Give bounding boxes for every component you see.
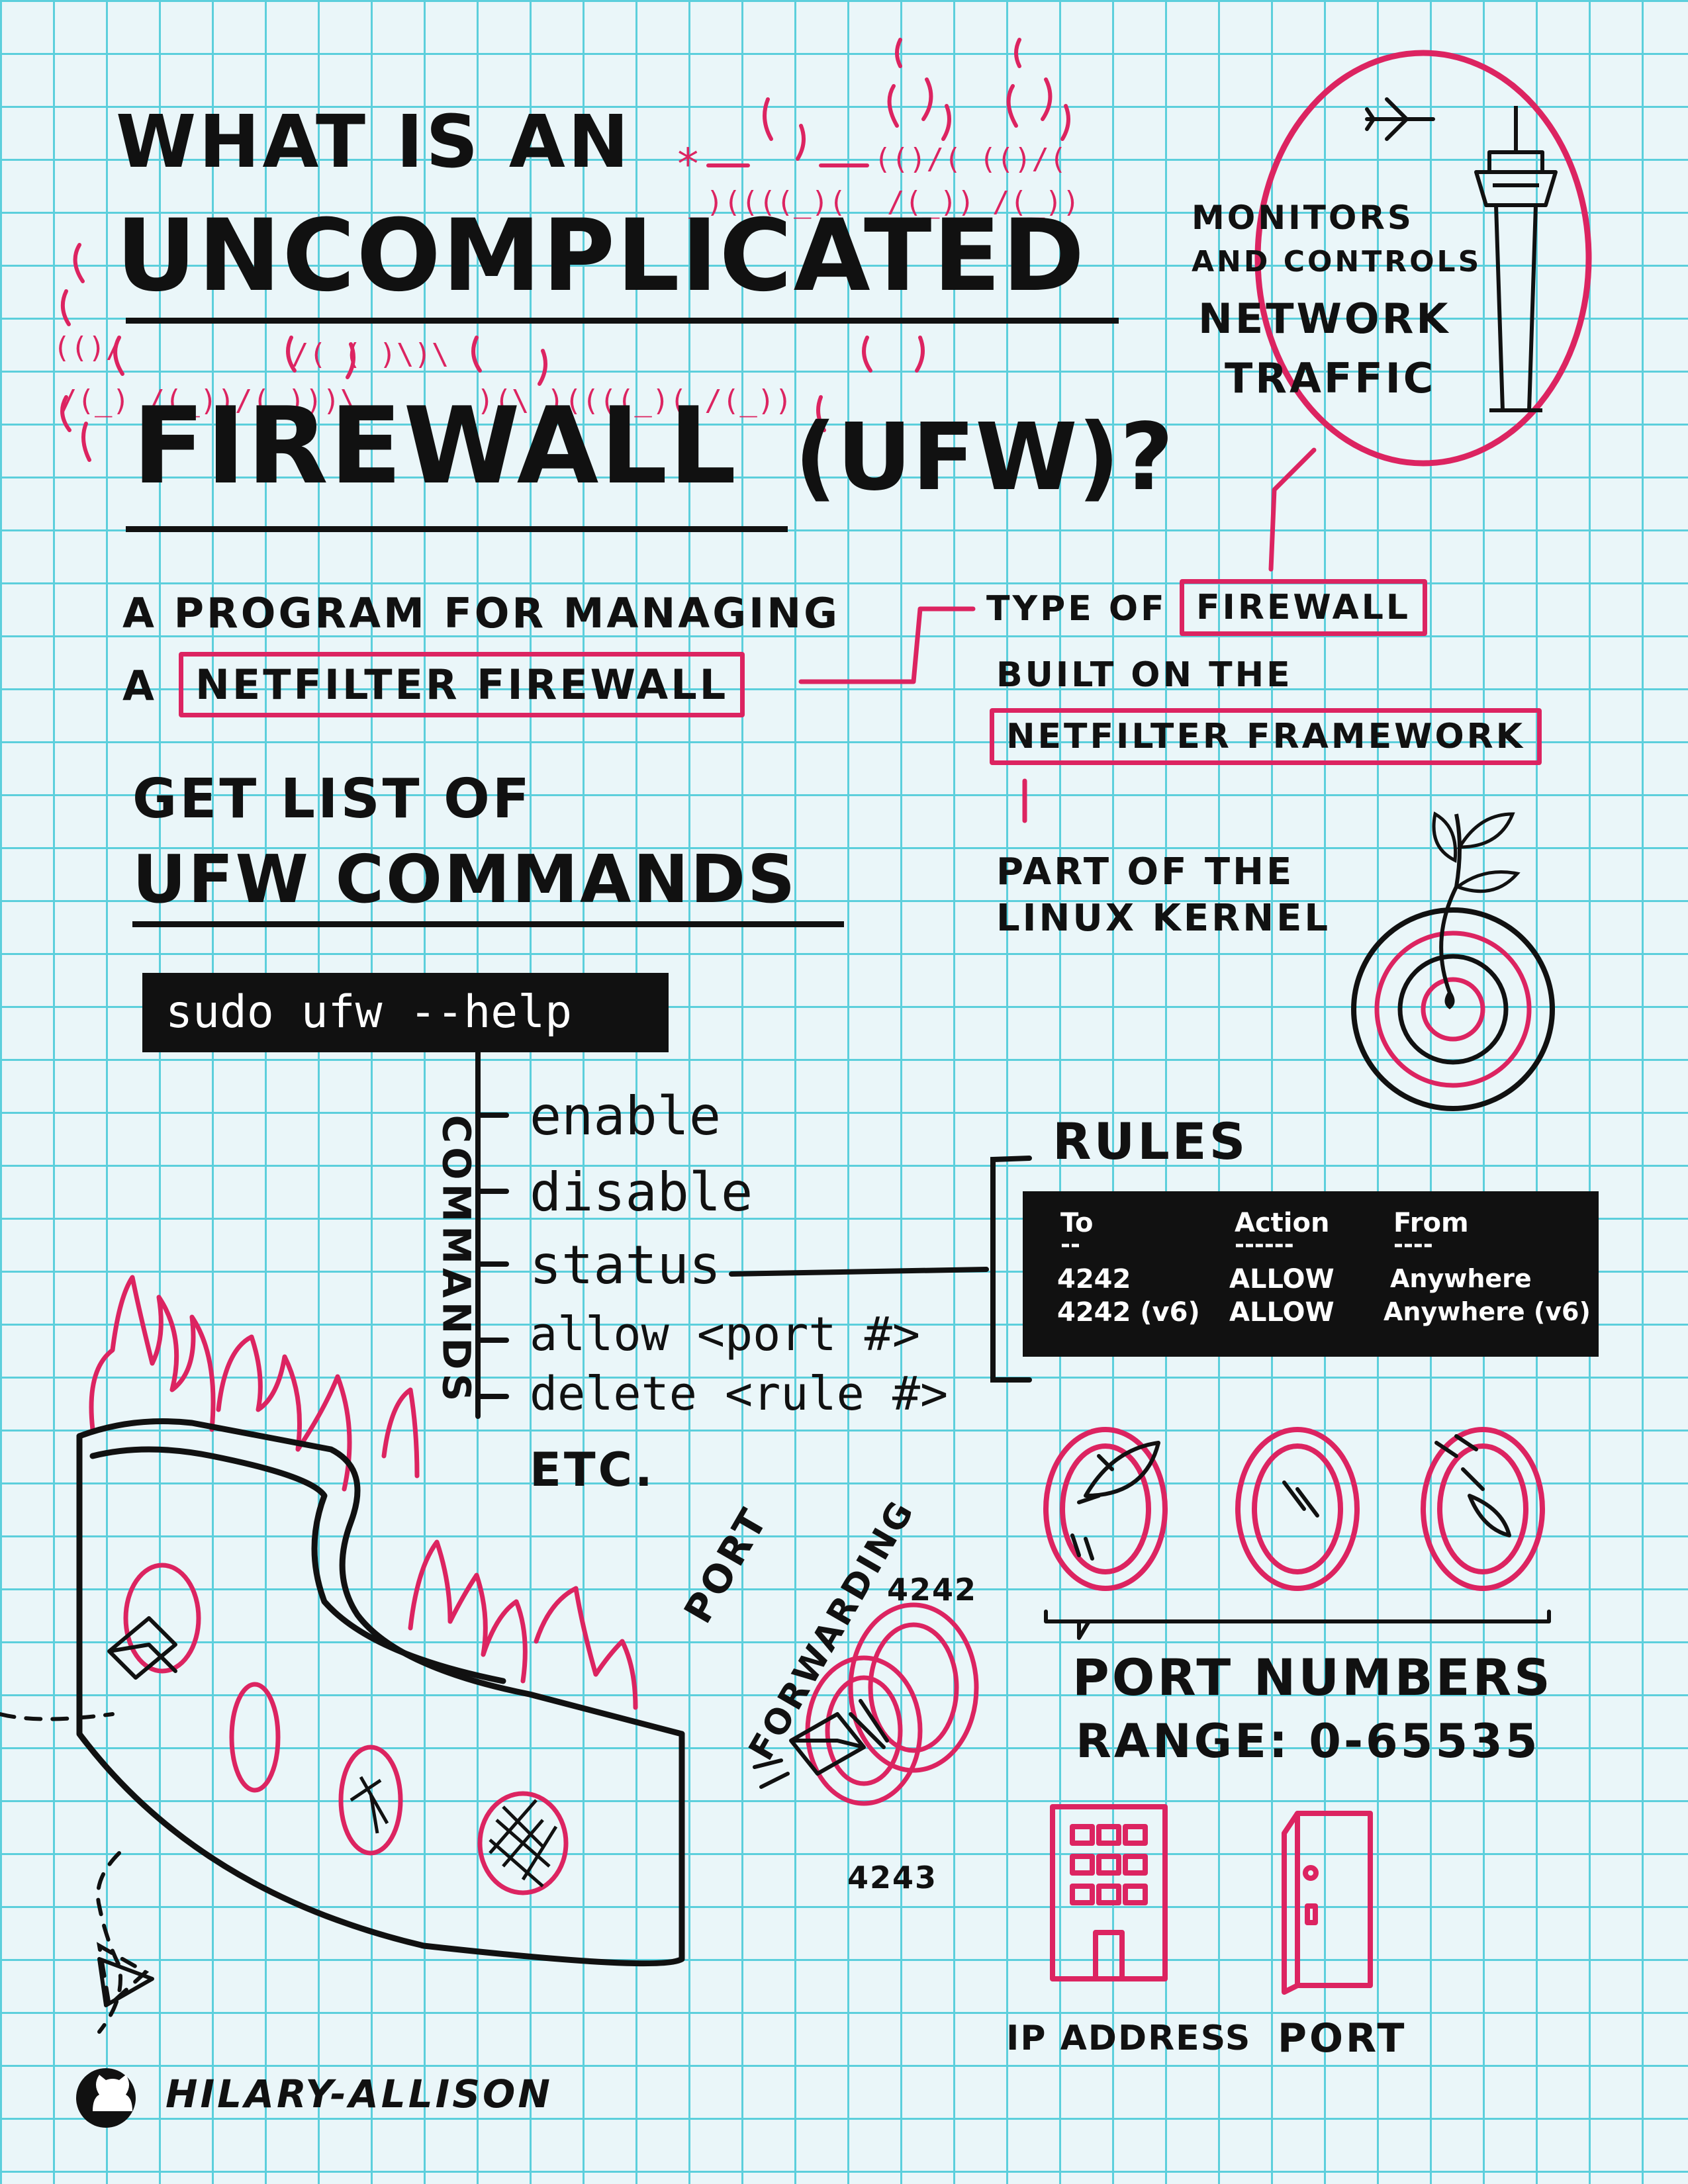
title-line-1: WHAT IS AN	[116, 99, 632, 184]
commands-heading-underline	[132, 921, 844, 927]
title-line-2: UNCOMPLICATED	[116, 199, 1086, 314]
svg-text:(()/( (()/(: (()/( (()/(	[874, 142, 1066, 176]
rules-row-1-to: 4242	[1057, 1264, 1131, 1295]
firewall-box: FIREWALL	[1180, 579, 1427, 636]
title-line-2-underline	[126, 318, 1119, 324]
port-numbers-title: PORT NUMBERS	[1072, 1648, 1553, 1707]
commands-etc: ETC.	[530, 1443, 655, 1497]
title-line-3-suffix: (UFW)?	[794, 404, 1174, 512]
svg-text:/(_)) /(_)): /(_)) /(_))	[887, 185, 1080, 219]
command-enable: enable	[530, 1085, 721, 1147]
rules-row-2-action: ALLOW	[1229, 1297, 1335, 1328]
bubble-line-1: MONITORS	[1192, 199, 1414, 237]
commands-heading-1: GET LIST OF	[132, 768, 532, 831]
port-numbers-range: RANGE: 0-65535	[1076, 1714, 1540, 1768]
commands-heading-2: UFW COMMANDS	[132, 841, 798, 918]
netfilter-framework-box: NETFILTER FRAMEWORK	[990, 708, 1542, 765]
github-icon	[76, 2068, 136, 2128]
airplane-icon	[1365, 97, 1435, 141]
svg-text:_)((((_)(: _)((((_)(	[688, 185, 846, 219]
command-disable: disable	[530, 1161, 753, 1223]
rules-row-1-from: Anywhere	[1390, 1264, 1532, 1293]
port-forwarding-illustration	[753, 1602, 979, 1806]
command-status: status	[530, 1234, 721, 1296]
network-bubble	[1254, 50, 1592, 467]
svg-text:/(_) /(_))/(_)))\: /(_) /(_))/(_)))\	[60, 384, 357, 418]
svg-text:(()/: (()/	[53, 331, 123, 365]
svg-text:*: *	[675, 140, 701, 189]
port-label: PORT	[1278, 2015, 1407, 2062]
building-icon	[1050, 1804, 1168, 1981]
footer-author: HILARY-ALLISON	[165, 2071, 553, 2116]
rules-label: RULES	[1053, 1112, 1248, 1171]
bubble-line-4: TRAFFIC	[1225, 354, 1436, 402]
part-of-line-2: LINUX KERNEL	[996, 897, 1331, 940]
bubble-line-3: NETWORK	[1198, 295, 1451, 343]
bubble-line-2: AND CONTROLS	[1192, 245, 1482, 279]
part-of-line-1: PART OF THE	[996, 850, 1295, 893]
title-line-3: FIREWALL	[132, 384, 738, 508]
ascii-fire-decoration: * _)((((_)( /(_)) /(_)) (()/( (()/( (()/…	[53, 38, 1080, 462]
port-forwarding-port-b: 4243	[847, 1860, 938, 1895]
built-on-label: BUILT ON THE	[996, 655, 1293, 695]
ip-address-label: IP ADDRESS	[1006, 2019, 1252, 2058]
rules-sep-action: ------	[1235, 1231, 1294, 1258]
rules-sep-from: ----	[1393, 1231, 1433, 1258]
burning-firewall-illustration	[0, 1275, 685, 2034]
rules-row-2-to: 4242 (v6)	[1057, 1297, 1200, 1328]
door-icon	[1282, 1811, 1373, 1995]
rules-header-to: To	[1060, 1208, 1094, 1238]
rules-sep-to: --	[1060, 1231, 1080, 1258]
port-windows-illustration	[1043, 1427, 1551, 1640]
svg-text:)(\ )((((_)( /(_)): )(\ )((((_)( /(_))	[477, 384, 792, 418]
definition-line-1: A PROGRAM FOR MANAGING	[122, 589, 841, 637]
rules-row-2-from: Anywhere (v6)	[1383, 1297, 1591, 1326]
title-line-3-underline	[126, 526, 788, 532]
rules-header-action: Action	[1235, 1208, 1330, 1238]
help-command-box: sudo ufw --help	[142, 973, 669, 1052]
control-tower-icon	[1474, 106, 1558, 412]
help-command-text: sudo ufw --help	[165, 986, 573, 1038]
type-of-label: TYPE OF	[986, 589, 1167, 629]
rules-table: To Action From -- ------ ---- 4242 ALLOW…	[1023, 1191, 1599, 1357]
kernel-seed-target-icon	[1351, 811, 1555, 1111]
netfilter-firewall-box: NETFILTER FIREWALL	[179, 652, 745, 717]
definition-prefix: A	[122, 662, 157, 710]
rules-header-from: From	[1393, 1208, 1469, 1238]
command-delete: delete <rule #>	[530, 1367, 949, 1421]
svg-text:/( ( )\)\: /( ( )\)\	[291, 338, 449, 371]
command-allow: allow <port #>	[530, 1307, 921, 1361]
port-forwarding-port-a: 4242	[887, 1572, 978, 1608]
rules-row-1-action: ALLOW	[1229, 1264, 1335, 1295]
